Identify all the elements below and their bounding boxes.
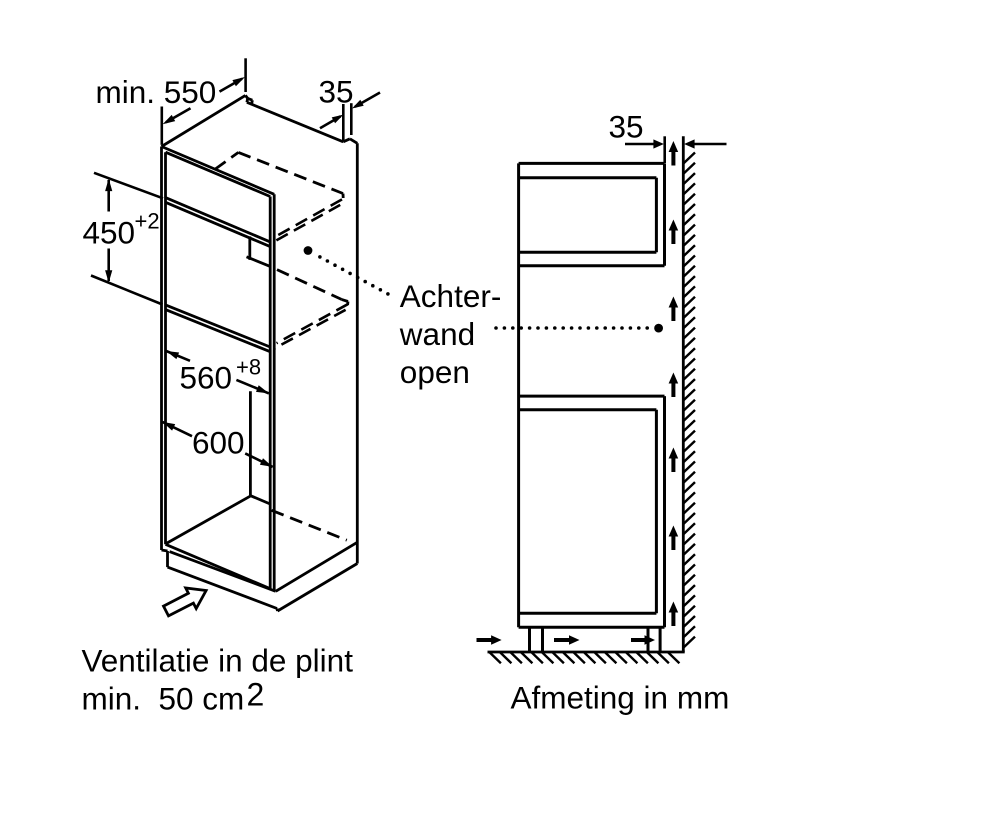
svg-text:min. 550: min. 550 — [96, 74, 217, 110]
svg-text:+2: +2 — [135, 209, 160, 234]
svg-text:open: open — [400, 354, 470, 390]
svg-text:450: 450 — [83, 215, 136, 251]
svg-text:min. 50 cm: min. 50 cm — [82, 681, 245, 717]
svg-text:Ventilatie in de plint: Ventilatie in de plint — [82, 643, 354, 679]
svg-text:2: 2 — [247, 677, 265, 713]
svg-text:Afmeting in mm: Afmeting in mm — [511, 679, 730, 715]
svg-text:35: 35 — [609, 109, 644, 145]
svg-text:wand: wand — [399, 316, 475, 352]
svg-text:Achter-: Achter- — [400, 278, 502, 314]
svg-text:35: 35 — [319, 74, 354, 110]
svg-text:560: 560 — [180, 360, 233, 396]
svg-text:+8: +8 — [236, 355, 261, 380]
svg-text:600: 600 — [192, 425, 245, 461]
